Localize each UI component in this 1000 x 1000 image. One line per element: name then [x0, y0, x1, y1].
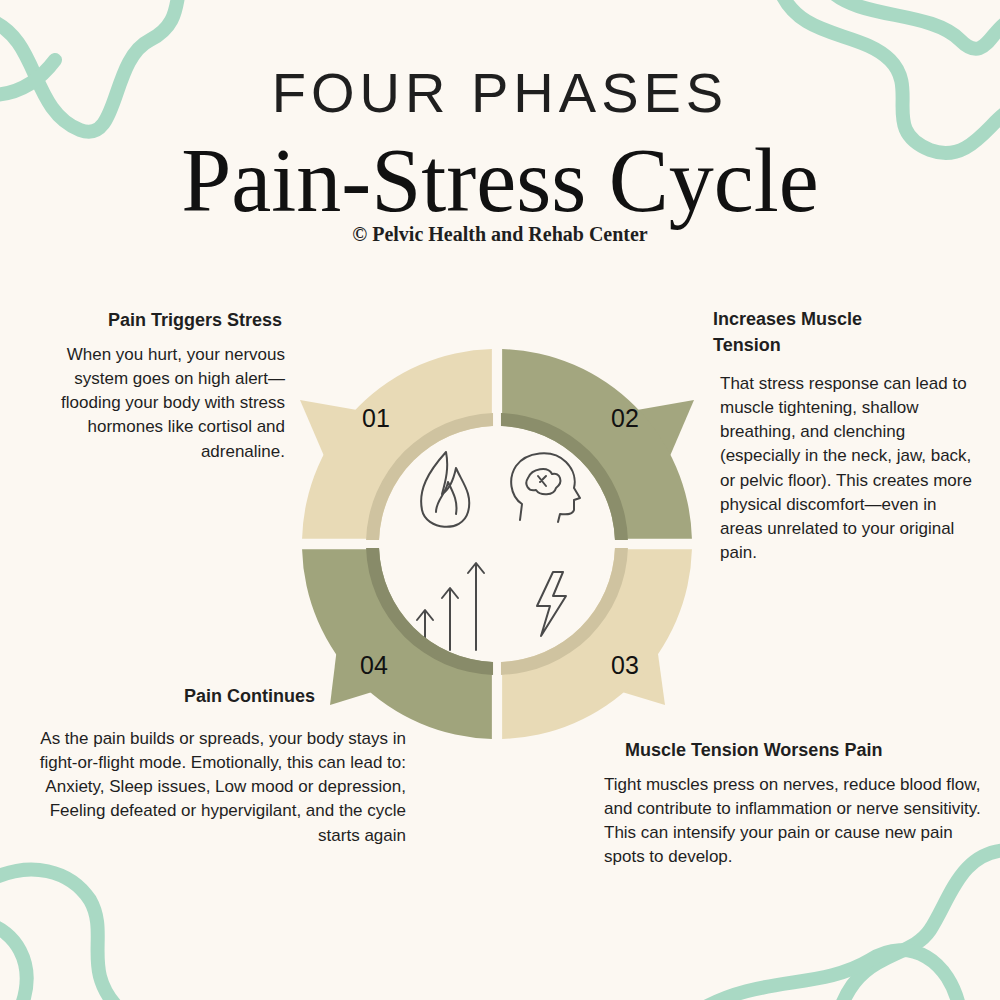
phase-body: As the pain builds or spreads, your body… [30, 727, 406, 848]
flame-icon [421, 452, 469, 527]
phase-number: 04 [360, 651, 388, 680]
corner-swirl [700, 950, 960, 1000]
segment-band [302, 549, 492, 739]
corner-swirl [0, 0, 180, 132]
phase-number: 02 [611, 404, 639, 433]
segment-inner-stripe [366, 413, 493, 540]
corner-swirl [0, 870, 120, 1000]
rising-arrow [442, 588, 458, 650]
corner-swirl [780, 0, 1000, 153]
segment-inner-stripe [501, 413, 628, 540]
lightning-icon [537, 572, 566, 636]
phase-heading: Pain Triggers Stress [40, 308, 282, 333]
title: Pain-Stress Cycle [0, 134, 1000, 229]
cycle-segment: 02 [497, 294, 747, 544]
phase-body: Tight muscles press on nerves, reduce bl… [604, 773, 984, 870]
rising-arrow [468, 563, 484, 650]
segment-band [502, 549, 692, 739]
corner-swirl [0, 60, 55, 95]
phase-number: 01 [362, 404, 390, 433]
head-icon [511, 453, 580, 522]
segment-band [502, 349, 692, 539]
phase-heading: Increases Muscle Tension [713, 306, 928, 358]
segment-inner-stripe [501, 548, 628, 675]
segment-band [302, 349, 492, 539]
corner-swirl [830, 0, 1000, 49]
corner-swirl [840, 850, 1000, 1000]
phase-number: 03 [611, 651, 639, 680]
brain-icon [526, 469, 560, 494]
phase-body: That stress response can lead to muscle … [720, 372, 982, 565]
flame-icon [436, 482, 457, 514]
copyright-caption: © Pelvic Health and Rehab Center [0, 222, 1000, 246]
phase-body: When you hurt, your nervous system goes … [50, 343, 285, 464]
subtitle: FOUR PHASES [0, 62, 1000, 124]
corner-swirl [0, 925, 27, 1000]
phase-heading: Pain Continues [100, 684, 315, 709]
phase-heading: Muscle Tension Worsens Pain [625, 738, 975, 763]
